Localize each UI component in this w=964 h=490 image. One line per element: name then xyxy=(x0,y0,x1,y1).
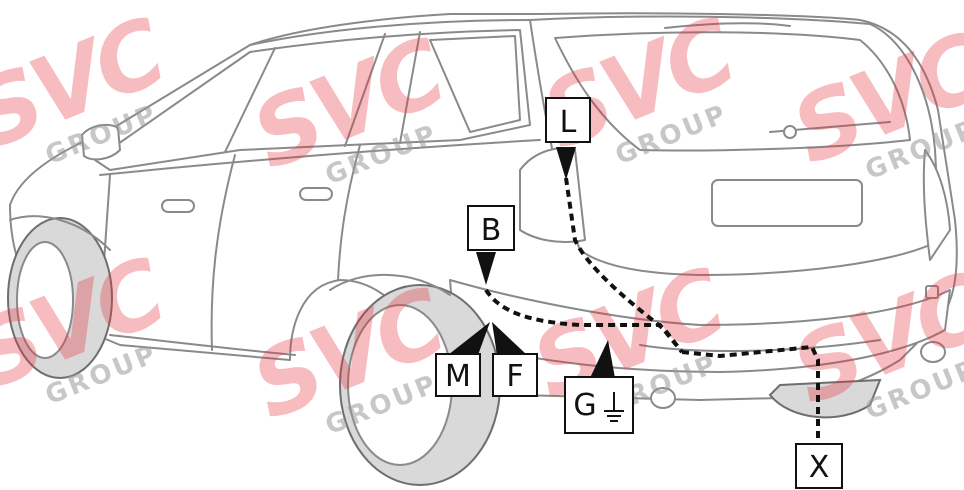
label-text: G xyxy=(573,388,596,423)
label-box xyxy=(564,376,634,434)
pointer-m xyxy=(448,322,490,355)
bumper-crease xyxy=(639,339,881,352)
roof-line xyxy=(249,19,531,46)
rear-door-line xyxy=(210,154,236,351)
label-text: B xyxy=(481,213,502,248)
exhaust-left xyxy=(650,387,676,409)
pointers xyxy=(448,147,615,378)
window-pillar-c xyxy=(344,33,386,147)
licence-plate-recess xyxy=(711,179,863,227)
rear-window xyxy=(554,31,911,152)
car-illustration xyxy=(7,12,958,486)
rear-door-rear-line xyxy=(337,144,361,281)
wiring-harness xyxy=(484,177,820,440)
label-text: F xyxy=(506,359,523,394)
bumper-reflector xyxy=(925,285,939,299)
far-rear-wheel xyxy=(768,378,882,419)
pointer-f xyxy=(492,322,527,355)
rear-wheel xyxy=(329,273,501,486)
wire-main-to-x xyxy=(681,344,820,440)
front-wheel xyxy=(7,215,113,379)
wiper-pivot xyxy=(783,125,797,139)
connector-label-x: X xyxy=(795,443,843,489)
label-box xyxy=(795,443,843,489)
connector-label-m: M xyxy=(435,353,481,397)
wire-b-branch xyxy=(484,288,684,354)
label-text: L xyxy=(560,105,577,140)
label-box xyxy=(435,353,481,397)
window-pillar-b xyxy=(224,47,276,153)
connector-label-l: L xyxy=(545,97,591,143)
belt-line xyxy=(99,139,541,176)
window-pillar-d xyxy=(399,31,421,144)
tail-light-left xyxy=(519,147,586,243)
label-box xyxy=(467,205,515,251)
side-window-frame xyxy=(94,29,531,171)
exhaust-right xyxy=(920,341,946,363)
rear-door-handle xyxy=(299,187,333,201)
ground-icon xyxy=(604,392,624,422)
pointer-b xyxy=(476,252,496,285)
tail-light-right xyxy=(922,149,951,261)
pointer-l xyxy=(556,147,576,180)
connector-label-b: B xyxy=(467,205,515,251)
label-text: X xyxy=(809,450,830,485)
pointer-g xyxy=(590,340,615,378)
side-skirt xyxy=(109,334,296,356)
label-text: M xyxy=(445,359,471,394)
connector-label-g: G xyxy=(564,376,634,434)
front-door-handle xyxy=(161,199,195,213)
side-mirror xyxy=(81,123,121,161)
label-box xyxy=(545,97,591,143)
connector-label-f: F xyxy=(492,353,538,397)
roof-spoiler xyxy=(664,22,791,29)
rear-quarter-window xyxy=(429,35,521,133)
label-box xyxy=(492,353,538,397)
